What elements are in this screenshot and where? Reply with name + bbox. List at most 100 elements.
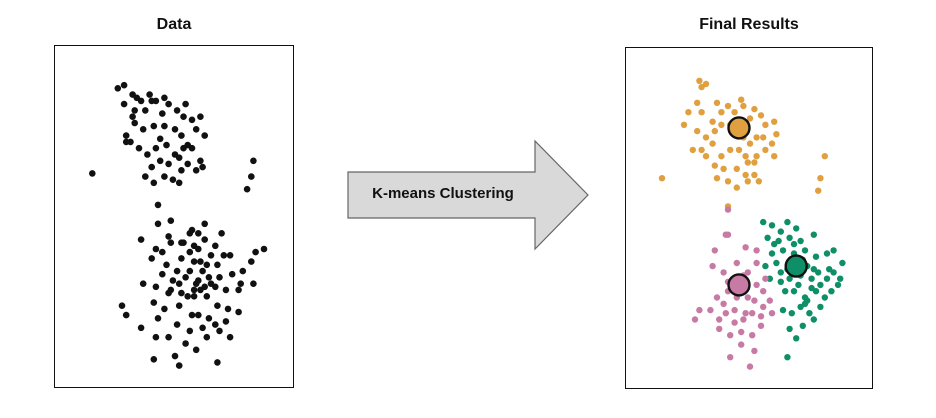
- data-point: [120, 81, 128, 89]
- cluster-2-point: [773, 259, 780, 267]
- data-point: [192, 126, 200, 133]
- cluster-2-point: [777, 278, 784, 285]
- data-panel-title: Data: [156, 16, 192, 33]
- cluster-1-point: [720, 165, 727, 172]
- cluster-2-point: [808, 275, 815, 282]
- cluster-2-point: [815, 269, 822, 276]
- cluster-2-point: [826, 266, 833, 273]
- data-point: [216, 274, 223, 281]
- cluster-2-point: [830, 247, 837, 254]
- cluster-2-point: [779, 306, 787, 314]
- cluster-1-point: [696, 77, 703, 84]
- data-point: [195, 245, 202, 253]
- data-point: [178, 255, 185, 262]
- cluster-1-point: [689, 146, 696, 154]
- cluster-1-point: [746, 115, 754, 122]
- data-point: [165, 233, 172, 240]
- cluster-1-point: [702, 80, 710, 88]
- cluster-1-point: [821, 153, 828, 160]
- data-point: [175, 154, 183, 161]
- data-point: [165, 100, 172, 108]
- data-point: [142, 173, 149, 180]
- data-point: [197, 113, 204, 120]
- cluster-1-point: [753, 153, 760, 160]
- cluster-3-point: [738, 328, 745, 336]
- data-point: [150, 179, 158, 187]
- cluster-1-point: [713, 175, 721, 182]
- cluster-2-point: [790, 288, 798, 295]
- data-point: [122, 311, 130, 319]
- cluster-2-point: [823, 250, 831, 257]
- data-point: [133, 94, 141, 102]
- cluster-2-point: [823, 275, 831, 282]
- data-point: [182, 100, 189, 108]
- data-point: [192, 167, 200, 174]
- data-point: [222, 318, 230, 325]
- cluster-3-point: [724, 231, 732, 238]
- cluster-3-point: [727, 332, 734, 339]
- data-point: [190, 258, 198, 265]
- data-point: [235, 308, 242, 316]
- cluster-1-point: [727, 146, 734, 154]
- data-point: [186, 267, 194, 275]
- cluster-3-point: [757, 322, 765, 329]
- cluster-3-point: [696, 306, 703, 314]
- cluster-1-point: [757, 112, 765, 119]
- cluster-1-point: [702, 134, 710, 141]
- data-point: [197, 286, 204, 294]
- cluster-2-point: [817, 281, 824, 289]
- cluster-1-point: [733, 165, 740, 172]
- cluster-3-point: [768, 310, 776, 317]
- cluster-1-point: [744, 178, 751, 185]
- data-point: [167, 239, 175, 246]
- cluster-3-point: [746, 363, 754, 370]
- data-point: [252, 248, 259, 256]
- cluster-2-point: [790, 240, 798, 248]
- data-point: [120, 100, 128, 108]
- cluster-3-point: [711, 247, 718, 254]
- data-point: [192, 280, 200, 287]
- data-point: [203, 261, 211, 269]
- cluster-1-point: [742, 171, 749, 179]
- data-point: [250, 280, 257, 287]
- data-point: [205, 315, 213, 322]
- data-point: [156, 157, 164, 165]
- cluster-3-point: [716, 316, 723, 323]
- data-point: [167, 217, 175, 224]
- right-arrow-icon: [347, 139, 589, 251]
- cluster-1-point: [718, 109, 725, 116]
- data-point: [180, 144, 187, 152]
- cluster-2-point: [806, 310, 813, 317]
- cluster-3-point: [716, 325, 723, 333]
- data-point: [207, 252, 215, 259]
- cluster-2-point: [808, 284, 815, 292]
- data-point: [152, 283, 160, 291]
- data-point: [173, 267, 181, 275]
- data-scatter-plot: [89, 81, 268, 369]
- cluster-2-point: [777, 228, 784, 235]
- results-scatter-panel: [625, 47, 873, 389]
- data-point: [188, 311, 196, 319]
- cluster-2-point: [834, 281, 842, 289]
- cluster-1-point: [738, 96, 745, 103]
- cluster-3-point: [740, 316, 747, 323]
- cluster-2-point: [768, 250, 776, 257]
- data-point: [171, 126, 179, 133]
- data-point: [118, 302, 126, 310]
- data-point: [228, 270, 236, 278]
- cluster-1-point: [718, 121, 725, 128]
- data-point: [199, 163, 206, 171]
- cluster-2-point: [793, 335, 800, 342]
- data-point: [161, 173, 168, 180]
- data-point: [165, 333, 172, 341]
- data-point: [235, 286, 242, 294]
- centroid-2: [784, 254, 808, 278]
- cluster-2-point: [801, 247, 809, 254]
- cluster-1-point: [751, 171, 758, 179]
- data-point: [152, 245, 160, 253]
- data-point: [163, 141, 170, 149]
- data-point: [169, 176, 177, 183]
- cluster-1-point: [760, 134, 767, 141]
- data-point: [188, 144, 196, 152]
- cluster-2-point: [777, 269, 784, 276]
